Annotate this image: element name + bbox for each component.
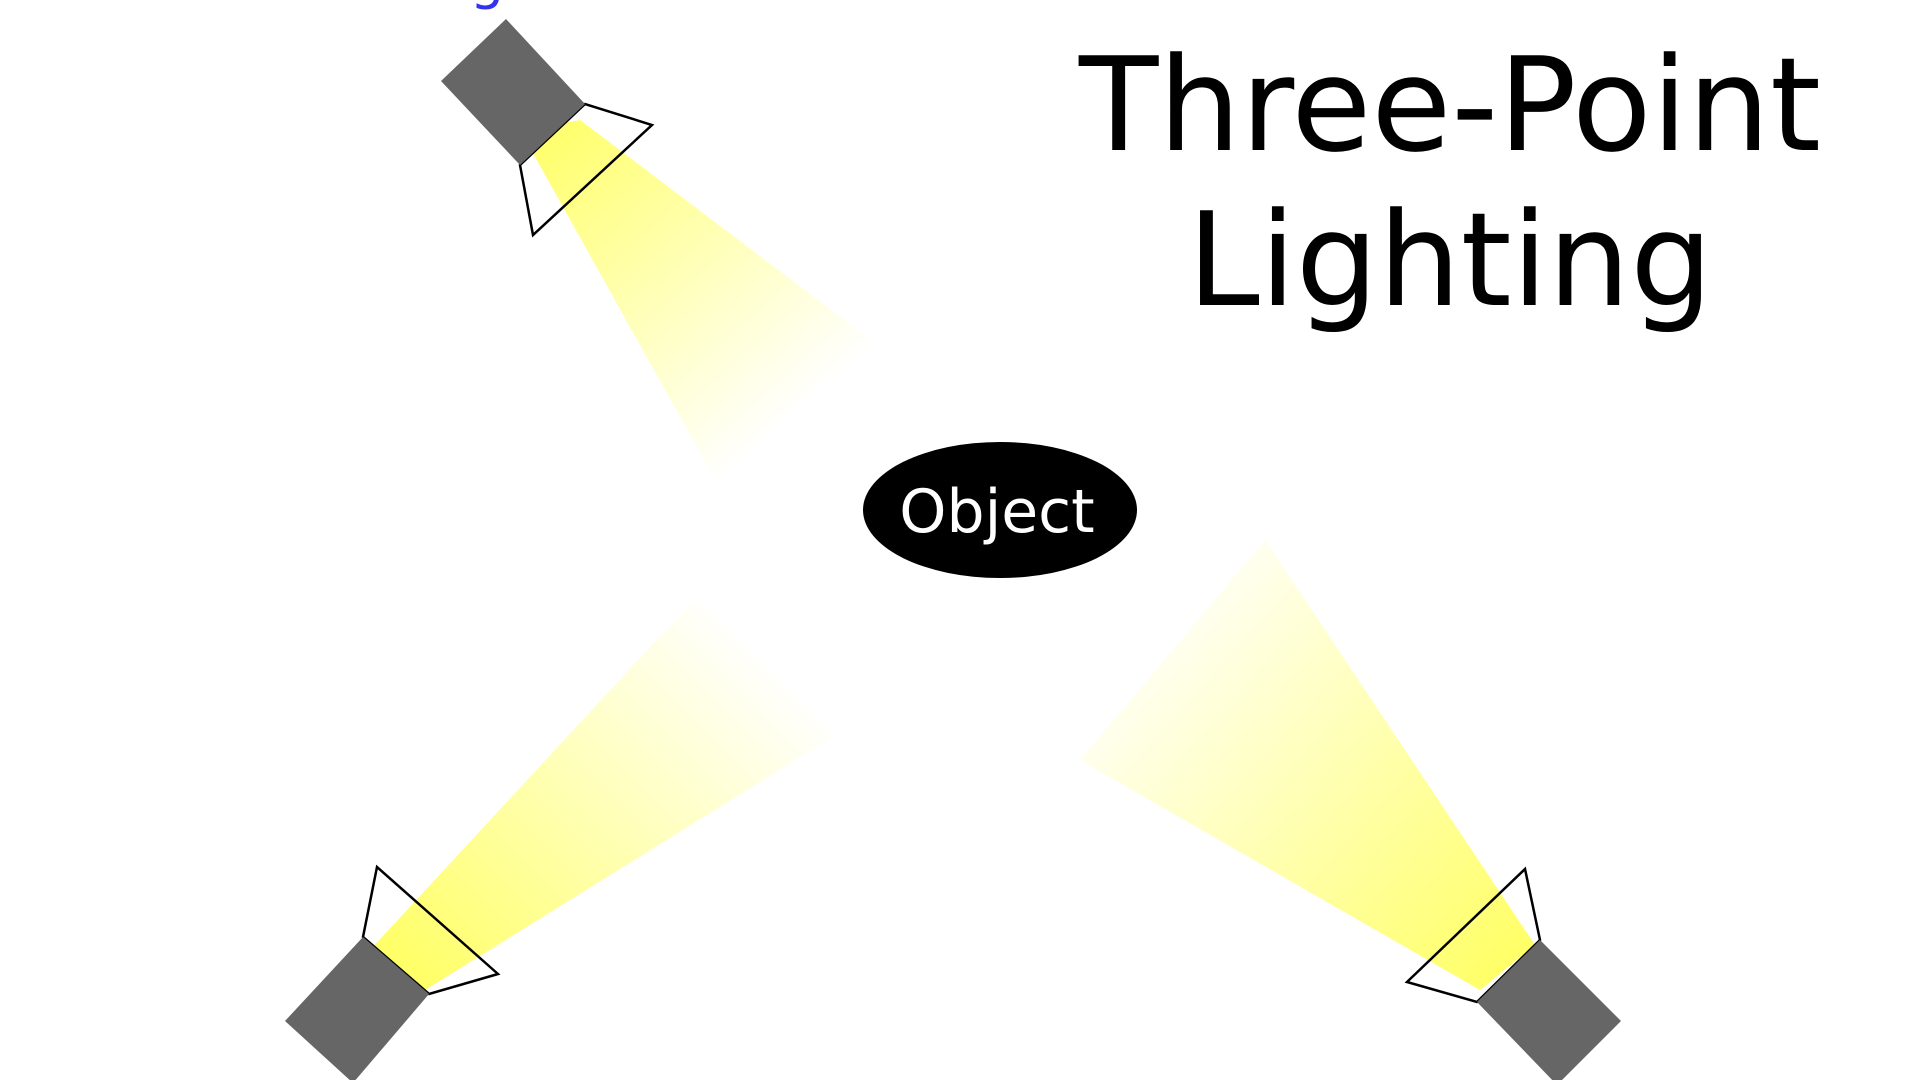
fill-light [285, 864, 501, 1080]
back-light [1404, 866, 1621, 1080]
title-line-2: Lighting [1187, 184, 1712, 336]
back-light-lens [1404, 866, 1542, 1004]
light-beams [370, 120, 1535, 990]
diagram-title: Three-Point Lighting [1078, 29, 1821, 336]
key-light [441, 19, 655, 238]
stray-label: g [470, 0, 504, 11]
key-light-beam [520, 120, 990, 560]
spotlight-icon [441, 19, 585, 165]
object: Object [863, 442, 1137, 578]
spotlight-icon [1477, 940, 1621, 1080]
spotlight-icon [285, 937, 429, 1080]
object-label: Object [899, 477, 1094, 547]
title-line-1: Three-Point [1078, 29, 1821, 181]
back-light-beam [1080, 540, 1535, 990]
fill-light-beam [370, 555, 860, 990]
object-ellipse [863, 442, 1137, 578]
